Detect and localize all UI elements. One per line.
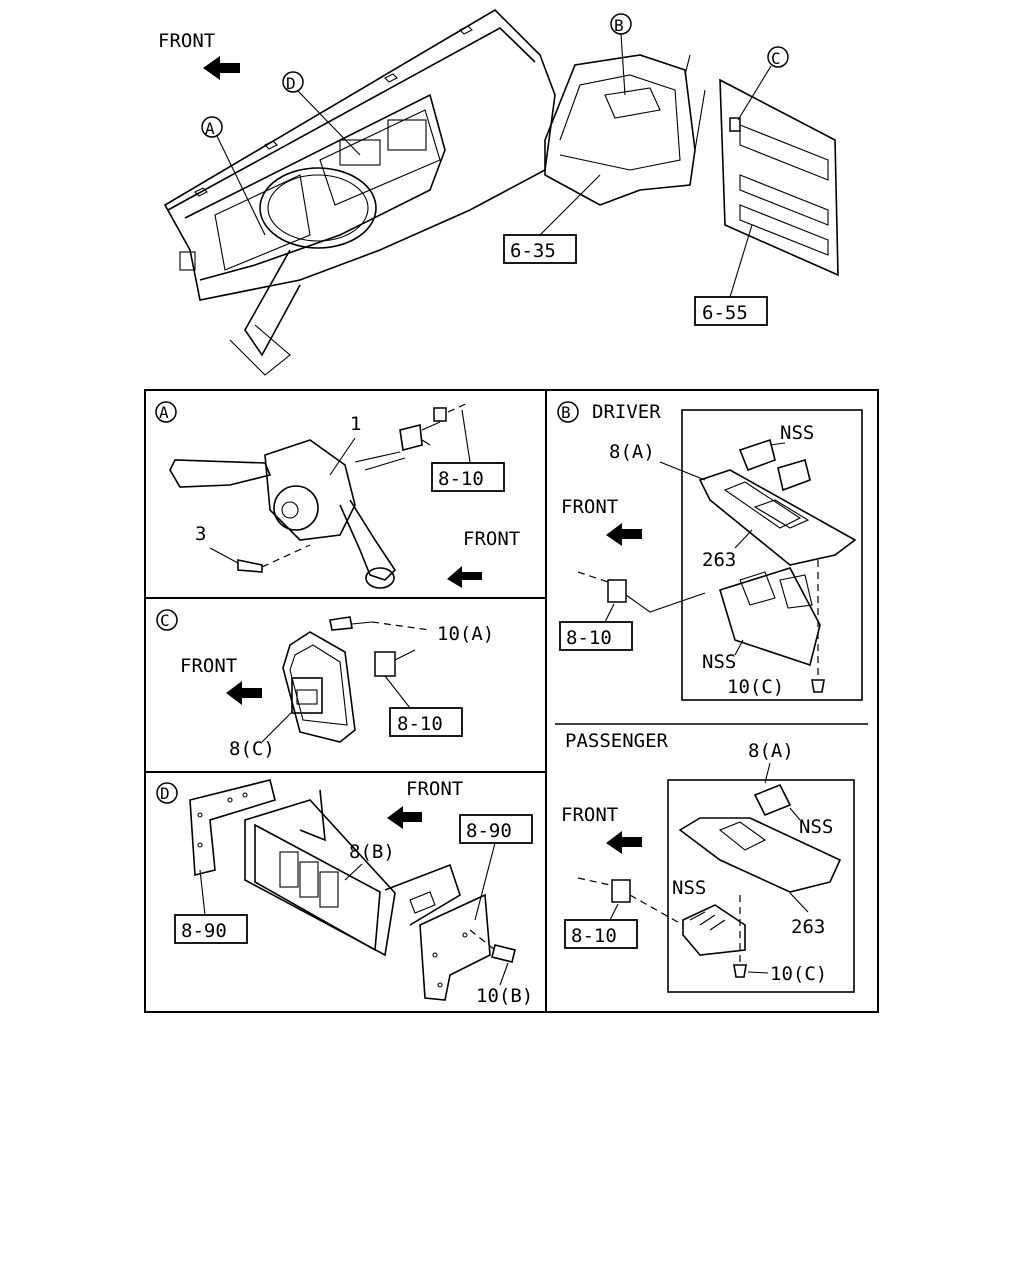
driver-front-label: FRONT	[561, 496, 618, 518]
callout-a: A	[201, 116, 266, 236]
passenger-front-arrow-icon	[606, 831, 642, 854]
driver-ref-8-10: 8-10	[566, 627, 612, 649]
panel-a-front-label: FRONT	[463, 528, 520, 550]
driver-title: DRIVER	[592, 401, 661, 423]
part-1-label: 1	[350, 413, 361, 435]
callout-b: B	[610, 13, 632, 96]
panel-c-front-label: FRONT	[180, 655, 237, 677]
panel-a-front-arrow-icon	[447, 566, 482, 588]
passenger-front-label: FRONT	[561, 804, 618, 826]
panel-a: A 1 8-10 3 FRONT	[155, 401, 520, 589]
driver-front-arrow-icon	[606, 523, 642, 546]
panel-d-front-label: FRONT	[406, 778, 463, 800]
panel-c-front-arrow-icon	[226, 681, 262, 705]
front-arrow-icon	[203, 56, 240, 80]
svg-text:D: D	[286, 74, 296, 93]
driver-part-10c-label: 10(C)	[727, 676, 784, 698]
panel-d-front-arrow-icon	[387, 806, 422, 829]
front-label: FRONT	[158, 30, 215, 52]
passenger-nss-top-label: NSS	[799, 816, 833, 838]
ref-6-55: 6-55	[702, 302, 748, 324]
panel-d-ref-top-8-90: 8-90	[466, 820, 512, 842]
driver-nss-bottom-label: NSS	[702, 651, 736, 673]
panel-passenger: PASSENGER 8(A) NSS FRONT NSS 10(C) 263 8…	[561, 730, 855, 993]
panel-c: C 10(A) FRONT 8-10 8(C)	[156, 609, 494, 760]
passenger-part-263-label: 263	[791, 916, 825, 938]
panel-d-letter: D	[160, 784, 170, 803]
panel-c-letter: C	[160, 611, 170, 630]
panel-d-ref-left-8-90: 8-90	[181, 920, 227, 942]
driver-part-8a-label: 8(A)	[609, 441, 655, 463]
panel-b-driver: B DRIVER NSS 8(A) FRONT 263 8-10 NSS 10	[557, 401, 863, 701]
passenger-ref-8-10: 8-10	[571, 925, 617, 947]
panel-c-ref-8-10: 8-10	[397, 713, 443, 735]
callout-c: C	[737, 46, 789, 121]
part-10b-label: 10(B)	[476, 985, 533, 1007]
svg-text:C: C	[771, 49, 781, 68]
overview-illustration: FRONT A D	[158, 8, 839, 376]
part-3-label: 3	[195, 523, 206, 545]
callout-d: D	[282, 71, 361, 156]
svg-text:A: A	[205, 119, 215, 138]
passenger-part-8a-label: 8(A)	[748, 740, 794, 762]
driver-nss-top-label: NSS	[780, 422, 814, 444]
ref-6-35: 6-35	[510, 240, 556, 262]
passenger-nss-mid-label: NSS	[672, 877, 706, 899]
passenger-part-10c-label: 10(C)	[770, 963, 827, 985]
panel-a-ref-8-10: 8-10	[438, 468, 484, 490]
driver-part-263-label: 263	[702, 549, 736, 571]
detail-grid	[144, 389, 879, 1013]
panel-a-letter: A	[159, 403, 169, 422]
panel-d: D FRONT 8-90 8(B) 8-90 10(B)	[156, 778, 533, 1007]
panel-b-letter: B	[561, 403, 571, 422]
part-10a-label: 10(A)	[437, 623, 494, 645]
svg-text:B: B	[614, 16, 624, 35]
part-8c-label: 8(C)	[229, 738, 275, 760]
part-8b-label: 8(B)	[349, 841, 395, 863]
passenger-title: PASSENGER	[565, 730, 669, 752]
